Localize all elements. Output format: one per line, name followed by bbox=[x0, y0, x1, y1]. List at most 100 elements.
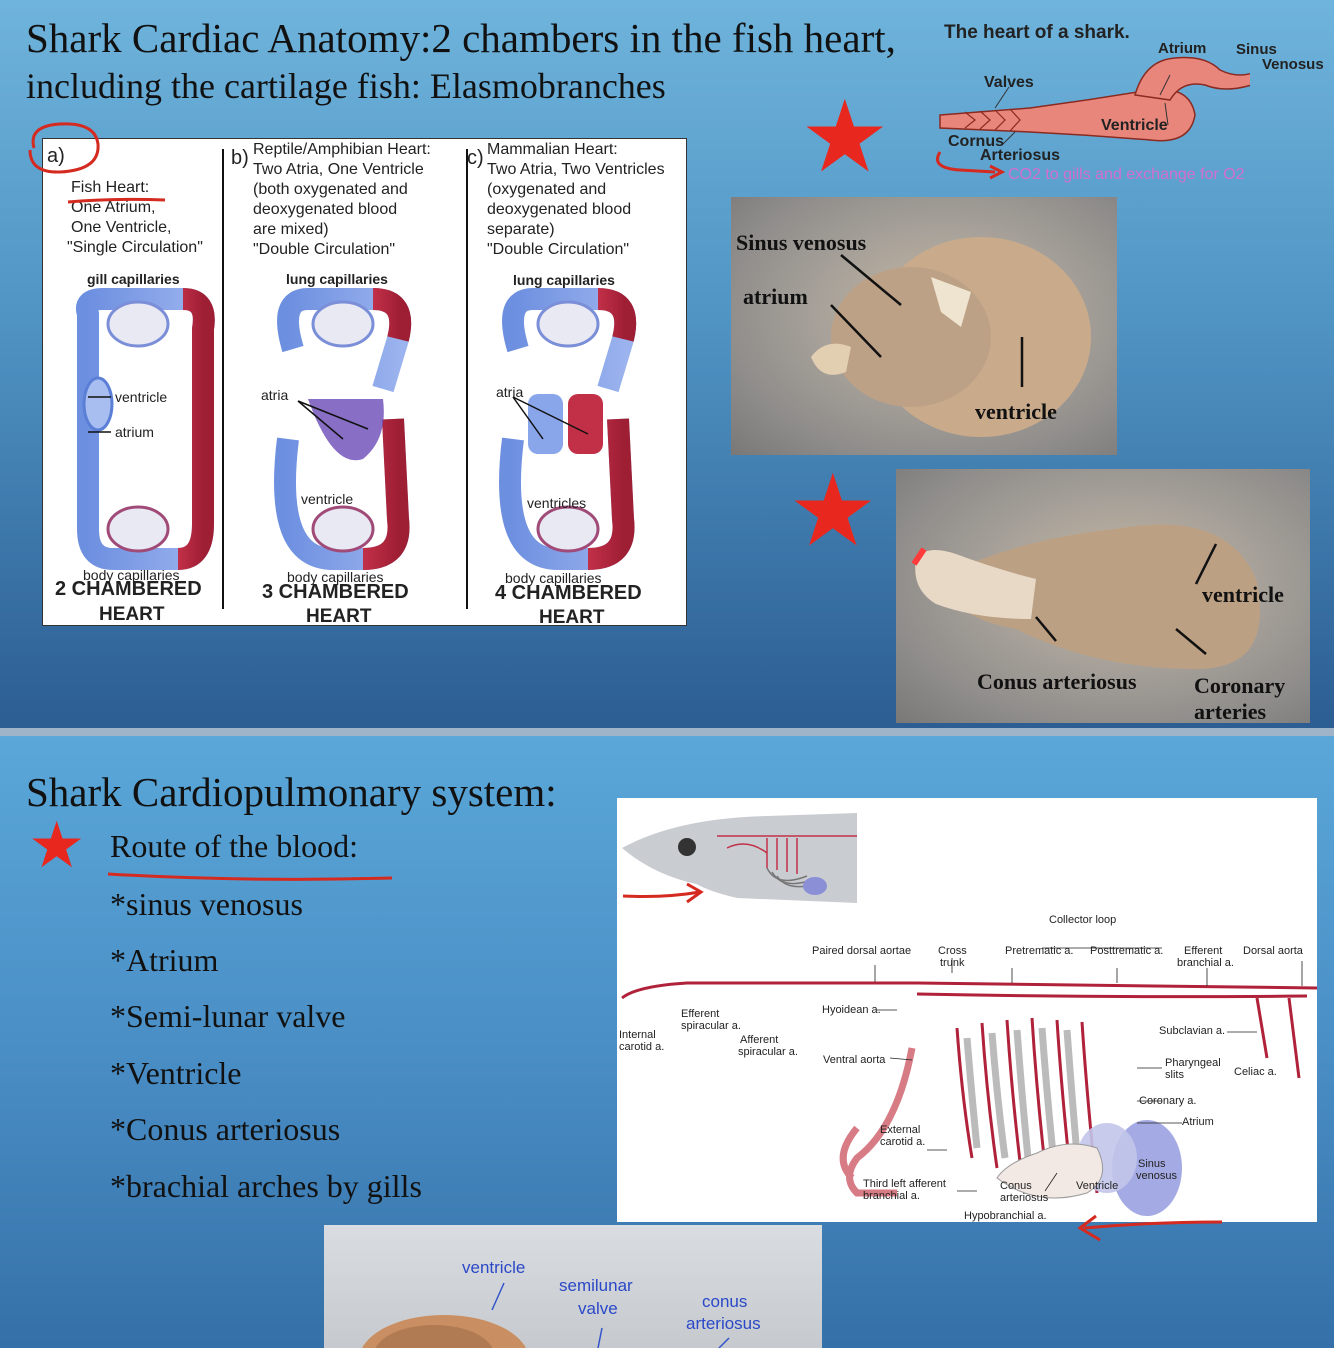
panel-c-line2: (oxygenated and bbox=[487, 181, 607, 198]
shark-heart-sinus: Sinus bbox=[1236, 41, 1277, 58]
photo1-ventricle-label: ventricle bbox=[975, 399, 1057, 424]
route-step-4: *Ventricle bbox=[110, 1055, 242, 1091]
underline-annotation bbox=[107, 872, 393, 881]
diag-pharyngeal1: Pharyngeal bbox=[1165, 1057, 1221, 1069]
photo-shark-heart-3: ventricle semilunar valve conus arterios… bbox=[324, 1225, 822, 1348]
panel-a-caption1: 2 CHAMBERED bbox=[55, 578, 202, 600]
diag-hyoidean: Hyoidean a. bbox=[822, 1004, 881, 1016]
panel-c-top: lung capillaries bbox=[513, 272, 615, 288]
panel-b-bottom: body capillaries bbox=[287, 569, 384, 585]
route-step-5: *Conus arteriosus bbox=[110, 1111, 341, 1147]
panel-c-line1: Two Atria, Two Ventricles bbox=[487, 161, 665, 178]
panel-a-line1: One Atrium, bbox=[71, 199, 156, 216]
photo1-atrium-label: atrium bbox=[743, 284, 808, 309]
diag-pharyngeal2: slits bbox=[1165, 1069, 1184, 1081]
panel-b-lbl1: atria bbox=[261, 387, 289, 403]
shark-heart-note: CO2 to gills and exchange for O2 bbox=[1008, 166, 1245, 183]
slide1-title-line1: Shark Cardiac Anatomy:2 chambers in the … bbox=[26, 15, 896, 61]
shark-heart-arteriosus: Arteriosus bbox=[980, 147, 1061, 164]
panel-b-heading: Reptile/Amphibian Heart: bbox=[253, 141, 431, 158]
panel-a-line3: "Single Circulation" bbox=[67, 239, 203, 256]
panel-b-letter: b) bbox=[231, 147, 249, 169]
diag-pretrematic: Pretrematic a. bbox=[1005, 945, 1074, 957]
route-step-2: *Atrium bbox=[110, 942, 219, 978]
diag-paired-dorsal: Paired dorsal aortae bbox=[812, 945, 912, 957]
diag-external-carotid2: carotid a. bbox=[880, 1136, 926, 1148]
photo1-sinus-label: Sinus venosus bbox=[736, 230, 867, 255]
shark-circulation-diagram: Collector loop Paired dorsal aortae Cros… bbox=[617, 798, 1317, 1222]
diag-ventricle: Ventricle bbox=[1076, 1180, 1119, 1192]
diag-conus1: Conus bbox=[1000, 1180, 1032, 1192]
panel-b-top: lung capillaries bbox=[286, 271, 388, 287]
diag-coronary: Coronary a. bbox=[1139, 1095, 1197, 1107]
shark-heart-venosus: Venosus bbox=[1262, 56, 1324, 73]
diag-posttrematic: Posttrematic a. bbox=[1090, 945, 1164, 957]
reptile-heart-loop bbox=[274, 288, 412, 570]
star-icon: ★ bbox=[28, 810, 86, 881]
shark-heart-cornus: Cornus bbox=[948, 133, 1004, 150]
slide2-title: Shark Cardiopulmonary system: bbox=[26, 769, 557, 815]
diag-subclavian: Subclavian a. bbox=[1159, 1025, 1226, 1037]
photo3-semilunar1-label: semilunar bbox=[559, 1276, 633, 1295]
panel-c-caption2: HEART bbox=[539, 607, 605, 628]
panel-c-heading: Mammalian Heart: bbox=[487, 141, 618, 158]
slide1-title-line2: including the cartilage fish: Elasmobran… bbox=[26, 66, 666, 106]
panel-b-line3: deoxygenated blood bbox=[253, 201, 398, 218]
photo2-coronary1-label: Coronary bbox=[1194, 673, 1286, 698]
panel-c-caption1: 4 CHAMBERED bbox=[495, 582, 642, 604]
panel-b-line2: (both oxygenated and bbox=[253, 181, 408, 198]
photo2-coronary2-label: arteries bbox=[1194, 699, 1267, 723]
diag-external-carotid1: External bbox=[880, 1124, 921, 1136]
heart-diagrams bbox=[76, 149, 637, 609]
diag-cross-trunk2: trunk bbox=[940, 957, 965, 969]
shark-heart-title: The heart of a shark. bbox=[944, 22, 1130, 43]
diag-efferent-branchial2: branchial a. bbox=[1177, 957, 1234, 969]
photo-shark-heart-1: Sinus venosus atrium ventricle bbox=[731, 197, 1117, 455]
diag-efferent-spiracular1: Efferent bbox=[681, 1008, 720, 1020]
panel-a-letter: a) bbox=[47, 145, 65, 167]
panel-b-lbl2: ventricle bbox=[301, 491, 354, 507]
diag-atrium: Atrium bbox=[1182, 1116, 1214, 1128]
heart-comparison-figure: a) Fish Heart: One Atrium, One Ventricle… bbox=[42, 138, 687, 628]
panel-c-line4: separate) bbox=[487, 221, 555, 238]
diag-sinus2: venosus bbox=[1136, 1170, 1177, 1182]
star-icon: ★ bbox=[800, 82, 890, 193]
panel-c-lbl2: ventricles bbox=[527, 495, 587, 511]
diag-celiac: Celiac a. bbox=[1234, 1066, 1277, 1078]
panel-b-line4: are mixed) bbox=[253, 221, 329, 238]
arrow-annotation bbox=[936, 151, 996, 174]
photo3-ventricle-label: ventricle bbox=[462, 1258, 526, 1277]
diag-sinus1: Sinus bbox=[1138, 1158, 1166, 1170]
panel-c-lbl1: atria bbox=[496, 384, 524, 400]
route-heading: Route of the blood: bbox=[110, 828, 358, 864]
diag-dorsal-aorta: Dorsal aorta bbox=[1243, 945, 1303, 957]
diag-efferent-branchial1: Efferent bbox=[1184, 945, 1223, 957]
panel-b-caption2: HEART bbox=[306, 606, 372, 627]
circle-annotation bbox=[28, 122, 166, 204]
arrow-annotation bbox=[622, 882, 704, 904]
photo3-conus1-label: conus bbox=[702, 1292, 748, 1311]
shark-heart-schematic bbox=[936, 56, 1250, 180]
panel-b-caption1: 3 CHAMBERED bbox=[262, 581, 409, 603]
panel-a-bottom: body capillaries bbox=[83, 567, 180, 583]
slide-cardiopulmonary: Shark Cardiopulmonary system: ★ Route of… bbox=[0, 736, 1334, 1348]
route-step-6: *brachial arches by gills bbox=[110, 1168, 422, 1204]
diag-conus2: arteriosus bbox=[1000, 1192, 1049, 1204]
shark-heart-valves: Valves bbox=[984, 74, 1034, 91]
shark-heart-atrium: Atrium bbox=[1158, 40, 1207, 57]
shark-heart-ventricle: Ventricle bbox=[1101, 117, 1168, 134]
diag-internal-carotid1: Internal bbox=[619, 1029, 656, 1041]
diag-efferent-spiracular2: spiracular a. bbox=[681, 1020, 741, 1032]
panel-b-line5: "Double Circulation" bbox=[253, 241, 396, 258]
panel-a-line2: One Ventricle, bbox=[71, 219, 172, 236]
panel-c-line5: "Double Circulation" bbox=[487, 241, 630, 258]
photo3-conus2-label: arteriosus bbox=[686, 1314, 761, 1333]
photo2-ventricle-label: ventricle bbox=[1202, 582, 1284, 607]
panel-c-letter: c) bbox=[467, 147, 484, 169]
panel-c-bottom: body capillaries bbox=[505, 570, 602, 586]
diag-hypobranchial: Hypobranchial a. bbox=[964, 1210, 1047, 1222]
photo3-semilunar2-label: valve bbox=[578, 1299, 618, 1318]
route-step-1: *sinus venosus bbox=[110, 886, 303, 922]
panel-c-line3: deoxygenated blood bbox=[487, 201, 632, 218]
underline-annotation bbox=[67, 197, 166, 204]
